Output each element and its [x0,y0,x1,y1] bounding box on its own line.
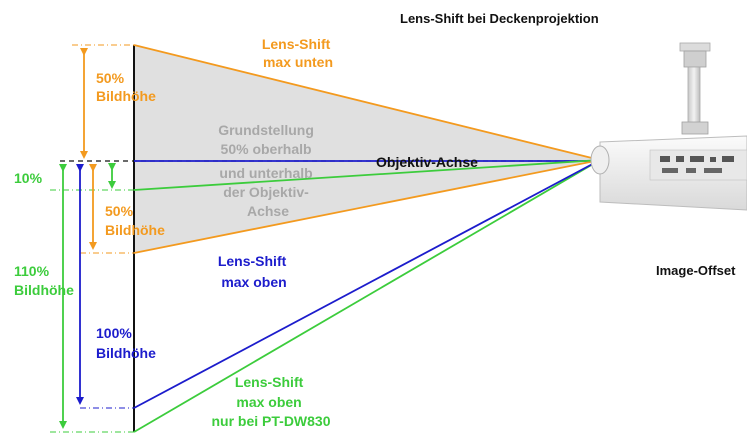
projection-area [134,45,600,253]
green-lens-shift-label: Lens-Shift max oben nur bei PT-DW830 [211,374,330,429]
blue-percent-label: 100% Bildhöhe [96,325,156,361]
diagram-title: Lens-Shift bei Deckenprojektion [400,11,599,26]
projector-illustration [590,42,747,211]
ceiling-mount-bracket [681,121,709,135]
orange-lens-shift-label: Lens-Shift max unten [262,36,334,70]
blue-ray-bottom [133,159,601,409]
blue-lens-shift-label: Lens-Shift max oben [218,253,290,290]
projector-panel [649,149,747,181]
orange-ray-top [133,44,601,161]
projector-port [662,168,678,173]
green-ten-percent-label: 10% [14,170,43,186]
ceiling-mount-plate [679,42,711,52]
objective-axis-label: Objektiv-Achse [376,154,478,170]
ceiling-mount-pole [687,66,701,126]
green-percent-label: 110% Bildhöhe [14,263,74,298]
orange-ray-bottom [133,159,601,254]
green-ray-top [133,159,601,191]
ceiling-mount-head [683,50,707,68]
image-offset-label: Image-Offset [656,263,736,278]
projector-port [690,156,704,162]
orange-percent-top-label: 50% Bildhöhe [96,70,156,104]
green-ray-bottom [133,159,601,433]
projector-port [722,156,734,162]
projector-port [676,156,684,162]
grundstellung-label: Grundstellung 50% oberhalb und unterhalb… [218,122,318,219]
orange-percent-bottom-label: 50% Bildhöhe [105,203,165,238]
projector-port [660,156,670,162]
projector-lens [590,145,610,175]
projector-port [710,157,716,162]
projector-port [686,168,696,173]
projector-port [704,168,722,173]
